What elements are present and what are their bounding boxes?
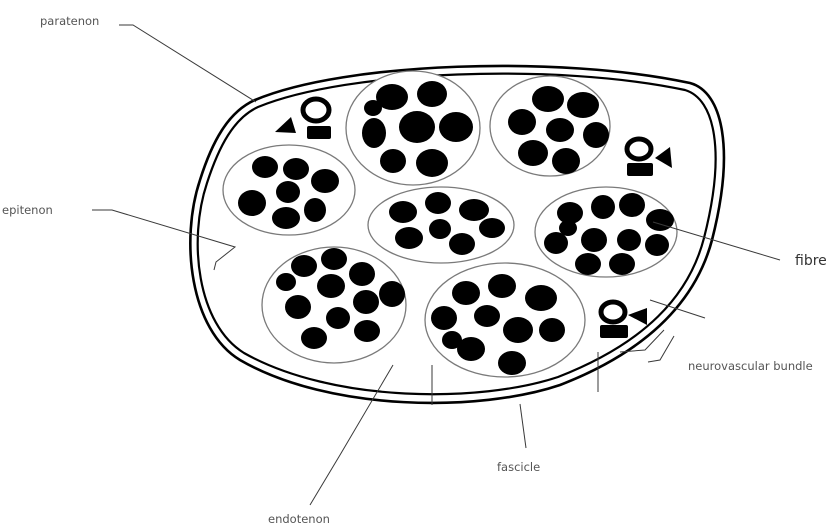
fascicle-top-center [346, 71, 480, 185]
neurovascular-bundle-label: neurovascular bundle [688, 359, 813, 373]
fascicle-leader [520, 404, 526, 448]
epitenon-label: epitenon [2, 203, 53, 217]
fascicle-top-right [490, 76, 610, 176]
endotenon-label: endotenon [268, 512, 330, 526]
paratenon-label: paratenon [40, 14, 99, 28]
fascicle-left [223, 145, 355, 235]
fascicle-right [535, 187, 677, 277]
paratenon-leader [119, 25, 256, 102]
fibre-label: fibre [795, 253, 827, 269]
fascicle-bottom-center [425, 263, 585, 377]
fascicle-label: fascicle [497, 460, 540, 474]
fascicle-bottom-left [262, 247, 406, 363]
neurovascular-leader-3 [648, 336, 674, 362]
fascicle-center [368, 187, 514, 263]
